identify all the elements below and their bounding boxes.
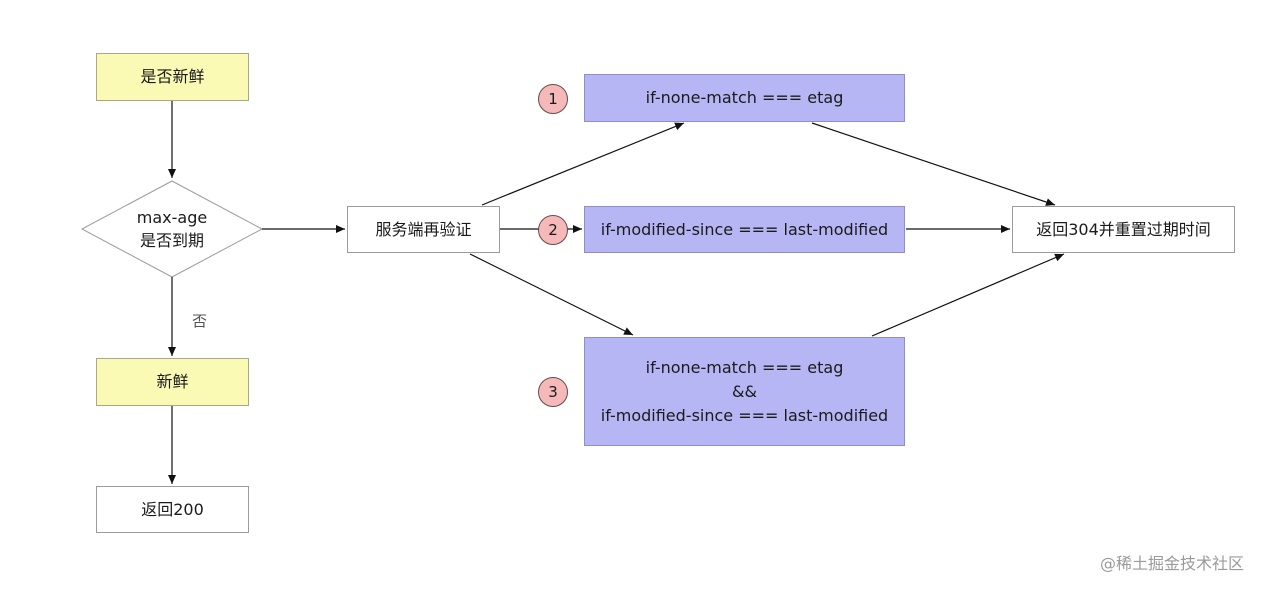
edge-cond1-to-304 [811,122,1056,206]
node-cond1: if-none-match === etag [584,74,905,122]
marker-3-label: 3 [548,383,558,401]
node-max-age-line2: 是否到期 [139,231,204,250]
node-max-age-line1: max-age [136,208,208,227]
marker-2-label: 2 [548,221,558,239]
node-return-304: 返回304并重置过期时间 [1012,206,1235,253]
node-cond3: if-none-match === etag && if-modified-si… [584,337,905,446]
watermark: @稀土掘金技术社区 [1099,554,1244,573]
node-cond3-line1: if-none-match === etag [645,357,844,377]
edge-label-no: 否 [192,312,208,330]
edge-server-to-cond1 [481,122,685,206]
node-max-age-text: max-age 是否到期 [82,181,262,277]
node-cond2-label: if-modified-since === last-modified [600,219,889,239]
marker-3: 3 [538,377,568,407]
node-server-revalidate-label: 服务端再验证 [375,219,472,239]
node-cond3-line3: if-modified-since === last-modified [600,405,889,425]
node-return-200-label: 返回200 [141,499,204,519]
node-cond3-line2: && [732,381,757,401]
node-return-200: 返回200 [96,486,249,533]
marker-1: 1 [538,84,568,114]
node-cond2: if-modified-since === last-modified [584,206,905,253]
node-is-fresh: 是否新鲜 [96,53,249,101]
node-server-revalidate: 服务端再验证 [347,206,500,253]
marker-2: 2 [538,215,568,245]
node-is-fresh-label: 是否新鲜 [140,67,205,86]
node-fresh: 新鲜 [96,358,249,406]
marker-1-label: 1 [548,90,558,108]
node-return-304-label: 返回304并重置过期时间 [1036,219,1211,239]
node-cond1-label: if-none-match === etag [645,88,844,107]
edge-cond3-to-304 [871,253,1065,337]
node-fresh-label: 新鲜 [156,372,189,391]
edge-server-to-cond3 [469,253,634,336]
